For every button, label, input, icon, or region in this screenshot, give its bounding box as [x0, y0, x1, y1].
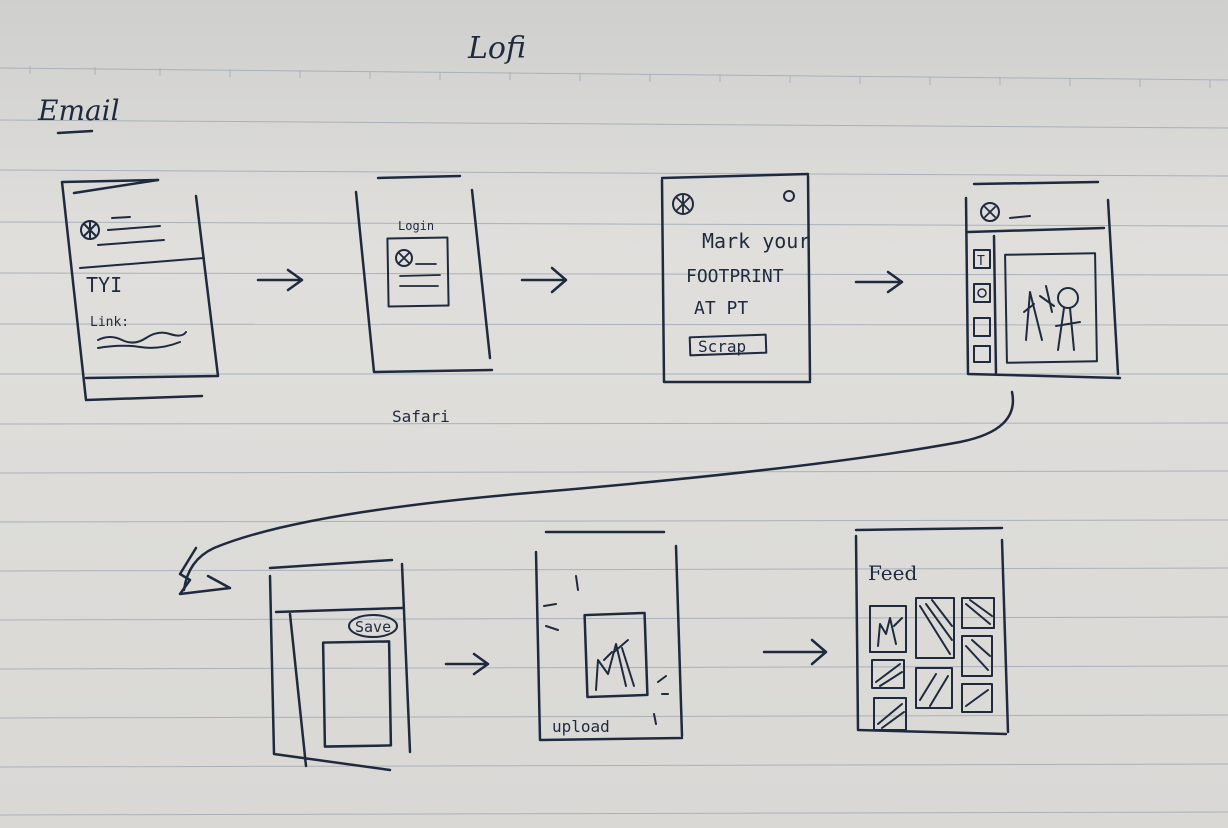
wireframe-email-screen: TYI Link:	[60, 178, 220, 402]
ruler-ticks	[29, 66, 1211, 88]
arrow-1	[256, 268, 304, 292]
save-button[interactable]: Save	[355, 618, 391, 636]
wireframe-editor: T	[964, 180, 1122, 380]
profile-icon	[783, 190, 795, 202]
section-underline	[56, 129, 94, 135]
login-title: Login	[398, 219, 434, 233]
landing-at-pt: AT PT	[694, 298, 748, 319]
feed-tile[interactable]	[961, 597, 995, 629]
feed-tile[interactable]	[869, 605, 907, 653]
wireframe-feed-screen: Feed	[854, 526, 1010, 736]
arrow-4	[444, 652, 490, 676]
email-link-label: Link:	[90, 315, 129, 330]
upload-photo	[583, 611, 649, 699]
flow-connector	[182, 390, 1015, 592]
arrow-3	[854, 270, 904, 294]
feed-tile[interactable]	[871, 659, 905, 689]
feed-tile[interactable]	[961, 683, 993, 713]
text-tool-label: T	[977, 254, 985, 269]
wireframe-safari-login: Login Safari	[354, 174, 494, 426]
arrow-5	[762, 638, 828, 666]
landing-headline: Mark your	[702, 229, 810, 253]
landing-footprint: FOOTPRINT	[686, 266, 784, 287]
wireframe-landing: Mark your FOOTPRINT AT PT Scrap	[660, 172, 812, 384]
frame-tool-icon[interactable]	[973, 345, 991, 363]
photo-canvas	[1004, 252, 1098, 364]
email-greeting: TYI	[86, 273, 122, 297]
wireframe-save-screen: Save	[268, 558, 412, 772]
feed-tile[interactable]	[915, 597, 955, 659]
feed-tile[interactable]	[961, 635, 993, 677]
feed-title: Feed	[868, 561, 917, 585]
safari-caption: Safari	[392, 407, 450, 426]
sticker-tool-icon[interactable]	[973, 283, 991, 303]
logo-icon	[395, 249, 413, 267]
text-tool-icon[interactable]	[973, 249, 991, 269]
ruled-lines	[0, 67, 1228, 816]
save-preview	[321, 640, 393, 748]
upload-label: upload	[552, 717, 610, 736]
feed-tile[interactable]	[873, 697, 907, 731]
section-label: Email	[37, 94, 120, 127]
image-tool-icon[interactable]	[973, 317, 991, 337]
save-button-outline[interactable]	[348, 614, 398, 638]
connector-arrowhead	[178, 546, 232, 596]
feed-grid	[869, 597, 995, 731]
page-title: Lofi	[467, 31, 526, 66]
wireframe-upload-screen: upload	[534, 530, 684, 742]
feed-tile[interactable]	[915, 667, 953, 709]
logo-icon	[980, 202, 1000, 222]
arrow-2	[520, 266, 568, 294]
scrap-button[interactable]: Scrap	[698, 337, 746, 356]
